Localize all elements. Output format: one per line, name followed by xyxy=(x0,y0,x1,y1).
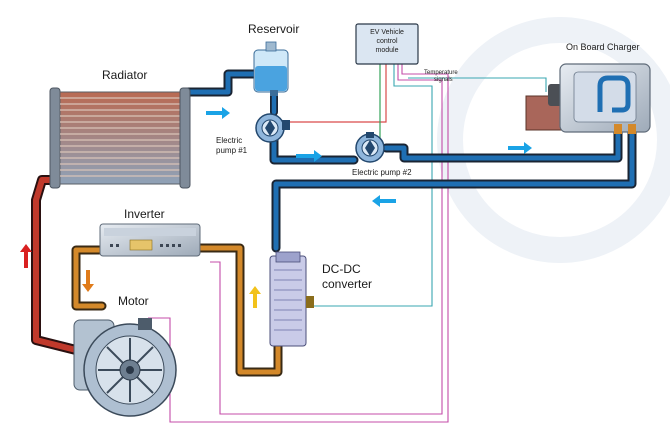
dc-dc-converter-label-line-2: converter xyxy=(322,277,373,291)
signal-wire-pump2 xyxy=(374,62,381,143)
ev-vehicle-control-module-box xyxy=(355,23,419,65)
reservoir-label: Reservoir xyxy=(248,22,300,36)
signal-wires xyxy=(148,62,547,423)
electric-pump-1-label-line-1: Electric xyxy=(216,136,243,145)
temperature-signals-line-1: Temperature xyxy=(424,70,458,76)
motor-label: Motor xyxy=(118,294,149,308)
signal-wire-dcdc xyxy=(312,62,433,307)
coolant-pipes xyxy=(31,69,637,377)
inverter xyxy=(99,223,201,257)
temperature-signal-wire xyxy=(408,77,547,92)
motor xyxy=(73,318,177,417)
flow-arrow-dcdc xyxy=(249,286,261,308)
electric-pump-1-label: Electric pump #1 xyxy=(216,136,247,156)
on-board-charger-label: On Board Charger xyxy=(566,42,640,52)
signal-wire-inverter xyxy=(210,62,443,415)
radiator-fins xyxy=(60,97,180,177)
radiator-label: Radiator xyxy=(102,68,148,82)
signal-wire-motor xyxy=(148,62,449,423)
dc-dc-converter xyxy=(269,251,314,347)
flow-arrows xyxy=(20,107,532,308)
flow-arrow-hot-up xyxy=(20,244,32,268)
electric-pump-1 xyxy=(255,113,290,143)
flow-arrow-inverter-motor xyxy=(82,270,94,292)
temperature-signals-line-2: signals xyxy=(434,77,453,83)
signal-wire-pump1 xyxy=(280,62,387,123)
flow-arrow-return xyxy=(372,195,396,207)
radiator xyxy=(49,87,191,189)
flow-arrow-radiator-out xyxy=(206,107,230,119)
flow-arrow-to-charger xyxy=(508,142,532,154)
ecu-label-line-2: control xyxy=(376,38,398,45)
ecu-label-line-1: EV Vehicle xyxy=(370,29,404,36)
dc-dc-converter-label: DC-DC converter xyxy=(322,262,372,292)
ecu-label-line-3: module xyxy=(375,47,399,54)
temperature-signals-label: Temperature signals xyxy=(424,70,458,84)
electric-pump-1-label-line-2: pump #1 xyxy=(216,146,248,155)
background-watermark xyxy=(437,17,670,263)
electric-pump-2-label: Electric pump #2 xyxy=(352,168,412,177)
inverter-label: Inverter xyxy=(124,207,165,221)
flow-arrow-pump1-out xyxy=(296,150,322,162)
electric-pump-2 xyxy=(355,132,385,163)
ev-vehicle-control-module-label: EV Vehicle control module xyxy=(356,28,418,55)
reservoir-tank xyxy=(253,41,289,96)
dc-dc-converter-label-line-1: DC-DC xyxy=(322,262,361,276)
on-board-charger xyxy=(525,63,651,134)
